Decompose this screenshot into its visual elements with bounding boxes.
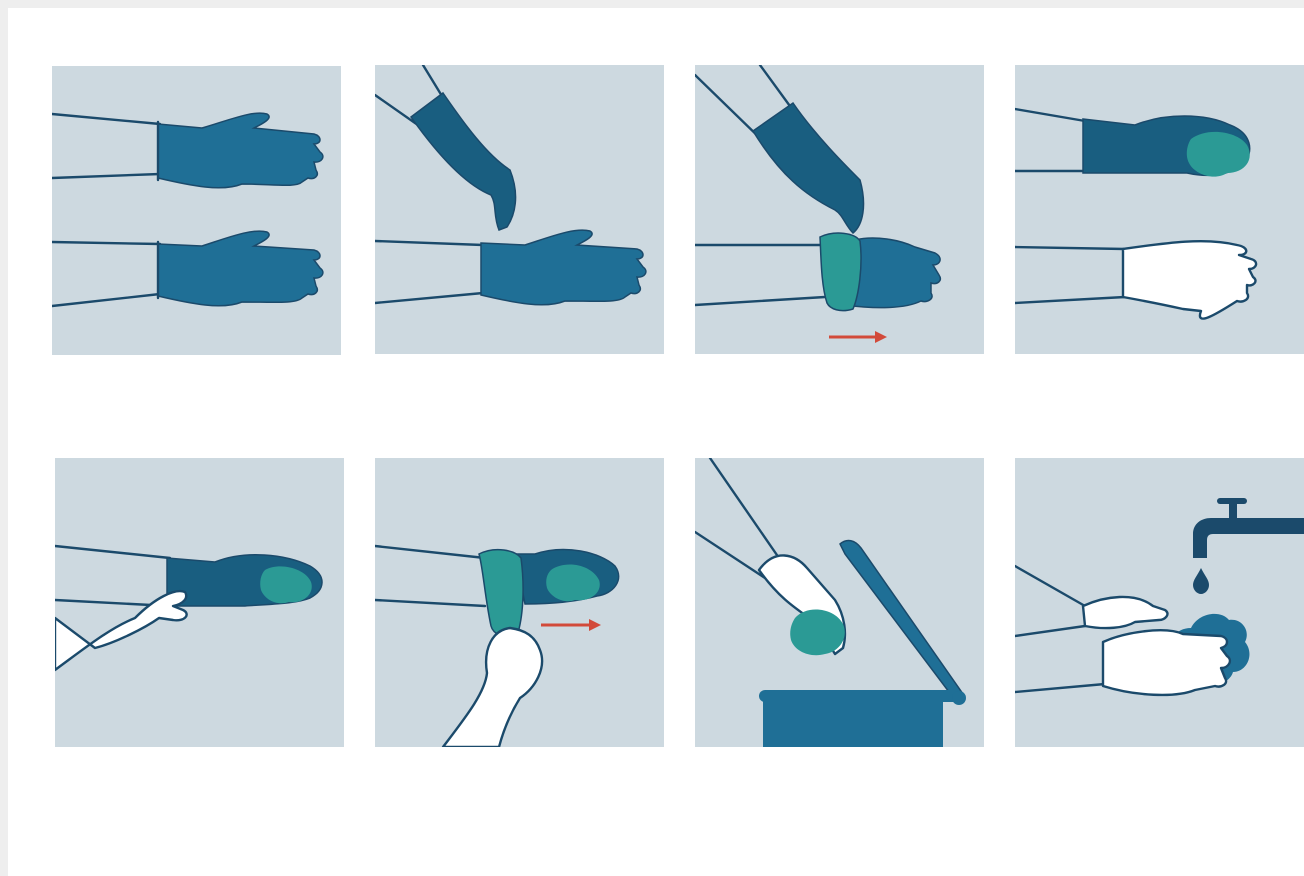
faucet-icon xyxy=(1193,498,1304,558)
bare-hand-icon xyxy=(1123,241,1256,318)
arrow-right-icon xyxy=(829,331,887,343)
lower-gloved-arm xyxy=(52,231,323,306)
step-3-panel xyxy=(695,65,984,354)
upper-glove-icon xyxy=(158,113,323,188)
step-4-panel xyxy=(1015,65,1304,354)
step-7-panel xyxy=(695,458,984,747)
peel-icon xyxy=(479,550,523,638)
step-8-panel xyxy=(1015,458,1304,747)
balled-glove-icon xyxy=(790,609,845,655)
step-2-illustration xyxy=(375,65,664,354)
step-5-panel xyxy=(55,458,344,747)
pinching-glove-icon xyxy=(411,93,516,230)
washing-hands-icon xyxy=(1083,597,1167,628)
wrist-glove-icon xyxy=(481,230,646,305)
step-1-panel xyxy=(52,66,341,355)
inverted-cuff-icon xyxy=(820,233,861,311)
bare-hand-icon xyxy=(1103,630,1230,695)
glove-removal-diagram xyxy=(8,8,1304,876)
arrow-right-icon xyxy=(541,619,601,631)
step-4-illustration xyxy=(1015,65,1304,354)
water-drop-icon xyxy=(1193,568,1209,594)
bare-hand-icon xyxy=(443,628,542,747)
step-7-illustration xyxy=(695,458,984,747)
upper-gloved-arm xyxy=(52,113,323,188)
step-2-panel xyxy=(375,65,664,354)
step-3-illustration xyxy=(695,65,984,354)
step-1-illustration xyxy=(52,66,341,355)
pulling-glove-icon xyxy=(753,103,864,233)
step-5-illustration xyxy=(55,458,344,747)
lower-glove-icon xyxy=(158,231,323,306)
step-6-illustration xyxy=(375,458,664,747)
step-6-panel xyxy=(375,458,664,747)
step-8-illustration xyxy=(1015,458,1304,747)
